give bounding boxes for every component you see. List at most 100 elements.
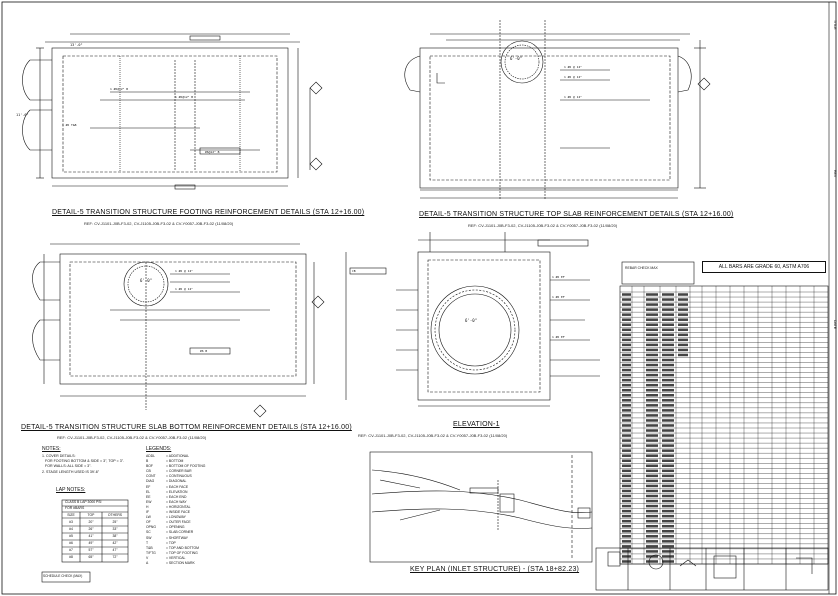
svg-text:6'-0": 6'-0" [465, 318, 477, 323]
legend-abbr: OPNG [146, 525, 156, 530]
svg-text:1 #6 @ 12": 1 #6 @ 12" [175, 287, 193, 291]
schedule-entry [622, 494, 631, 498]
schedule-entry [646, 378, 658, 382]
svg-text:1 #6 EF: 1 #6 EF [552, 295, 565, 299]
schedule-entry [662, 313, 674, 316]
schedule-entry [662, 514, 674, 518]
schedule-entry [646, 383, 658, 387]
schedule-entry [646, 439, 658, 442]
schedule-entry [662, 434, 674, 437]
schedule-entry [662, 424, 674, 427]
schedule-entry [622, 449, 631, 452]
schedule-entry [622, 530, 631, 533]
schedule-entry [662, 363, 674, 367]
schedule-entry [662, 338, 674, 342]
schedule-entry [662, 560, 674, 563]
lap-cell: OTHERS [107, 513, 123, 517]
svg-text:#6 B: #6 B [200, 349, 207, 353]
schedule-entry [622, 519, 631, 523]
lap-cell: 33" [112, 527, 118, 531]
schedule-entry [678, 353, 688, 357]
schedule-entry [678, 308, 688, 311]
legend-abbr: EF [146, 484, 151, 489]
schedule-entry [662, 308, 674, 311]
schedule-entry [662, 358, 674, 362]
schedule-entry [646, 293, 658, 296]
schedule-entry [646, 444, 658, 447]
schedule-entry [646, 394, 658, 397]
schedule-entry [622, 358, 631, 362]
schedule-entry [646, 298, 658, 301]
schedule-entry [662, 318, 674, 321]
svg-text:1 #6 @ 12": 1 #6 @ 12" [564, 75, 582, 79]
schedule-entry [646, 519, 658, 523]
schedule-entry [662, 343, 674, 347]
legend-abbr: BOF [146, 464, 153, 469]
svg-text:1 #6 T&B: 1 #6 T&B [62, 123, 77, 127]
schedule-entry [662, 479, 674, 483]
schedule-entry [662, 540, 674, 543]
schedule-entry [646, 499, 658, 503]
schedule-entry [662, 545, 674, 548]
schedule-entry [622, 353, 631, 357]
lap-cell: 42" [112, 541, 118, 545]
schedule-entry [622, 323, 631, 326]
schedule-entry [662, 474, 674, 478]
schedule-entry [646, 545, 658, 548]
lap-cell: 47" [112, 548, 118, 552]
legend-abbr: EE [146, 494, 151, 499]
lap-cell: #8 [69, 555, 73, 559]
schedule-entry [646, 494, 658, 498]
schedule-entry [646, 454, 658, 457]
slab-bottom-detail-reference: REF: CV-J1101-J0B-F3-02, CV-J1105-J0B-F3… [57, 435, 207, 440]
lap-cell: #6 [69, 541, 73, 545]
schedule-entry [662, 399, 674, 402]
lap-cell: 38" [112, 534, 118, 538]
schedule-entry [646, 434, 658, 437]
schedule-entry [678, 303, 688, 306]
slab-bottom-detail [32, 243, 325, 418]
svg-text:13'-0": 13'-0" [70, 43, 83, 47]
legend-item: SW= SHORTWAY [146, 536, 236, 541]
top-slab-detail [404, 20, 711, 200]
schedule-entry [646, 489, 658, 493]
legend-item: SC= SLAB CORNER [146, 530, 236, 535]
legend-item: OPNG= OPENING [146, 525, 236, 530]
schedule-entry [622, 328, 631, 332]
schedule-entry [646, 414, 658, 417]
schedule-entry [646, 333, 658, 337]
bar-schedule-grid [619, 261, 829, 565]
lap-cell: 65" [88, 555, 94, 559]
schedule-entry [646, 303, 658, 306]
schedule-entry [662, 464, 674, 468]
schedule-entry [646, 530, 658, 533]
schedule-entry [622, 454, 631, 457]
schedule-entry [622, 399, 631, 402]
svg-text:1 #6 @ 12": 1 #6 @ 12" [175, 269, 193, 273]
schedule-entry [622, 318, 631, 321]
svg-text:1 #6@12" B: 1 #6@12" B [175, 95, 193, 99]
schedule-entry [662, 524, 674, 528]
legend-item: T/FTG= TOP OF FOOTING [146, 551, 236, 556]
schedule-entry [622, 373, 631, 377]
lap-cell: 49" [88, 541, 94, 545]
schedule-entry [678, 343, 688, 347]
legend-abbr: IF [146, 510, 150, 515]
schedule-entry [622, 419, 631, 422]
schedule-entry [622, 313, 631, 316]
schedule-entry [622, 464, 631, 468]
schedule-entry [662, 378, 674, 382]
schedule-entry [662, 303, 674, 306]
schedule-entry [622, 459, 631, 462]
schedule-entry [622, 378, 631, 382]
schedule-entry [622, 479, 631, 483]
legend-abbr: EW [146, 499, 152, 504]
lap-notes-heading: LAP NOTES: [56, 487, 86, 493]
legend-abbr: H [146, 504, 149, 509]
legend-item: T= TOP [146, 541, 236, 546]
